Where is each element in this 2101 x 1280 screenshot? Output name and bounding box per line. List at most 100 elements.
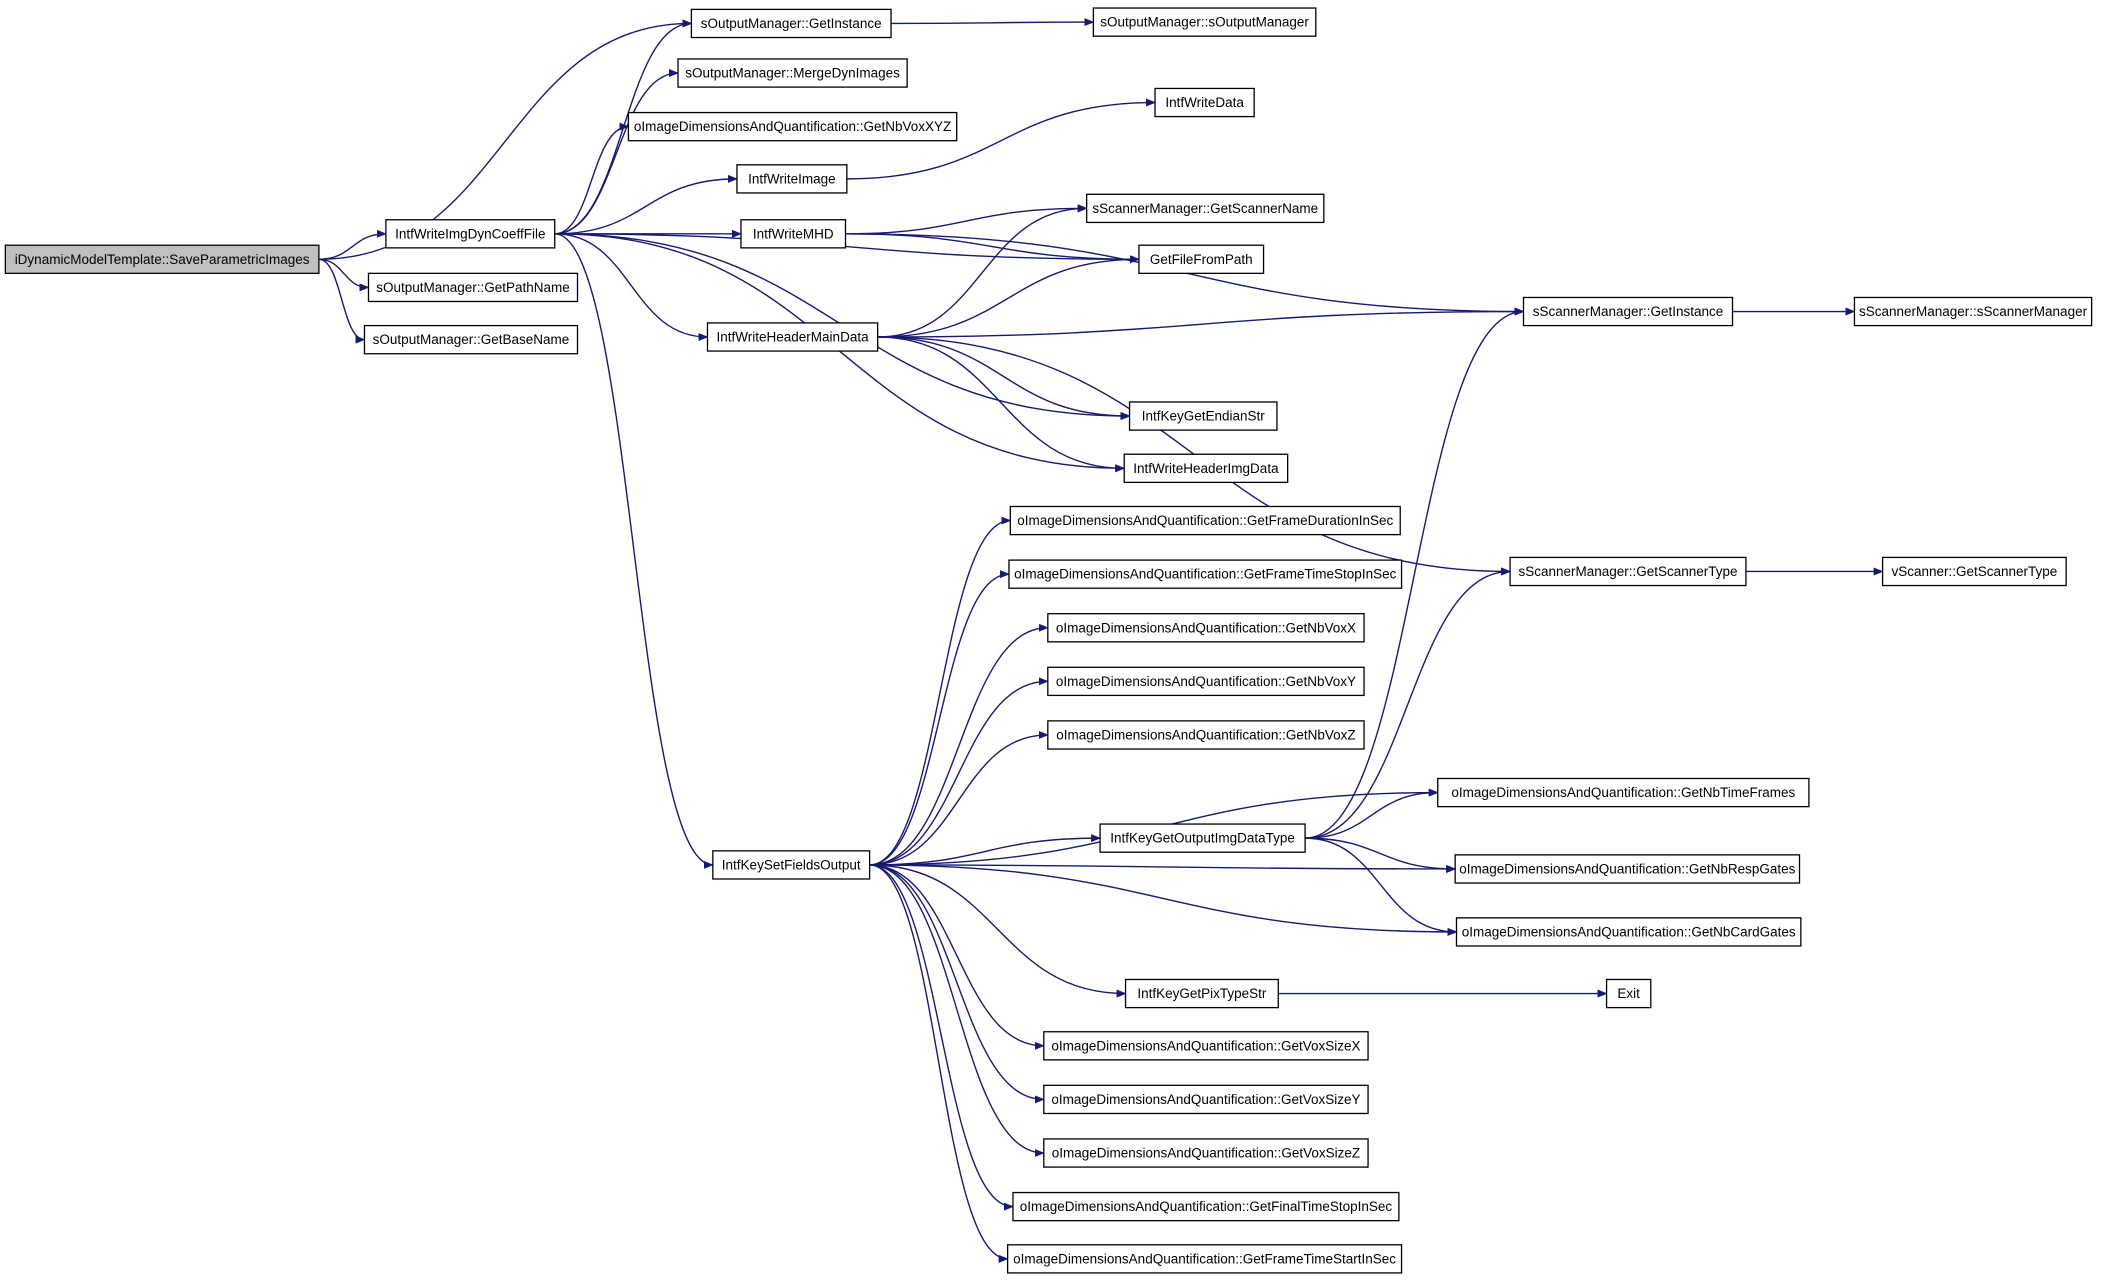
node-wimage[interactable]: IntfWriteImage [736, 164, 848, 194]
node-label: GetFileFromPath [1150, 252, 1253, 267]
edge-odt-to-nrg [1305, 837, 1457, 873]
node-endian[interactable]: IntfKeyGetEndianStr [1128, 401, 1278, 431]
edge-ksfo-to-pix [869, 864, 1127, 998]
edge-odt-to-ncg [1305, 837, 1458, 936]
node-label: oImageDimensionsAndQuantification::GetFr… [1017, 513, 1393, 528]
node-label: IntfKeySetFieldsOutput [722, 857, 861, 872]
edge-ksfo-to-fdur [869, 516, 1012, 866]
edge-ksfo-to-fstart [869, 864, 1009, 1263]
node-label: sOutputManager::MergeDynImages [685, 66, 900, 81]
node-ffin[interactable]: oImageDimensionsAndQuantification::GetFi… [1012, 1191, 1400, 1222]
node-fdur[interactable]: oImageDimensionsAndQuantification::GetFr… [1009, 505, 1401, 536]
node-label: oImageDimensionsAndQuantification::GetFi… [1020, 1199, 1393, 1214]
node-label: vScanner::GetScannerType [1891, 564, 2057, 579]
node-label: oImageDimensionsAndQuantification::GetNb… [1056, 674, 1356, 689]
node-box [1853, 296, 2093, 327]
edge-ksfo-to-nbx [869, 623, 1049, 866]
edge-whdr-to-whimg [877, 336, 1126, 473]
node-gbase[interactable]: sOutputManager::GetBaseName [363, 324, 579, 355]
node-label: IntfWriteHeaderImgData [1133, 461, 1279, 476]
node-label: oImageDimensionsAndQuantification::GetNb… [634, 119, 951, 134]
edge-ksfo-to-vsy [869, 864, 1045, 1104]
node-box [1043, 1084, 1369, 1115]
node-vsz[interactable]: oImageDimensionsAndQuantification::GetVo… [1043, 1138, 1369, 1168]
node-label: sOutputManager::sOutputManager [1100, 15, 1309, 30]
node-box [1086, 193, 1325, 224]
node-fstop[interactable]: oImageDimensionsAndQuantification::GetFr… [1008, 559, 1403, 589]
edge-ksfo-to-ncg [869, 864, 1458, 936]
node-box [1154, 87, 1255, 118]
node-label: IntfKeyGetEndianStr [1142, 409, 1266, 424]
node-box [627, 111, 958, 142]
node-label: IntfWriteMHD [753, 226, 834, 241]
node-box [1522, 296, 1734, 327]
node-gpath[interactable]: sOutputManager::GetPathName [367, 272, 579, 303]
node-layer: iDynamicModelTemplate::SaveParametricIma… [4, 7, 2093, 1274]
node-box [1047, 720, 1365, 750]
node-ogi[interactable]: sOutputManager::GetInstance [690, 8, 892, 39]
node-box [1455, 917, 1802, 947]
edge-wmhd-to-gfile [845, 233, 1140, 264]
node-label: IntfWriteHeaderMainData [717, 329, 870, 344]
node-nrg[interactable]: oImageDimensionsAndQuantification::GetNb… [1454, 854, 1801, 884]
node-sname[interactable]: sScannerManager::GetScannerName [1086, 193, 1325, 224]
node-whdr[interactable]: IntfWriteHeaderMainData [706, 322, 879, 352]
node-root[interactable]: iDynamicModelTemplate::SaveParametricIma… [4, 244, 320, 274]
node-nbxyz[interactable]: oImageDimensionsAndQuantification::GetNb… [627, 111, 958, 142]
node-label: IntfKeyGetPixTypeStr [1137, 986, 1267, 1001]
node-box [1092, 7, 1317, 37]
node-pix[interactable]: IntfKeyGetPixTypeStr [1124, 978, 1279, 1009]
node-label: sScannerManager::GetScannerType [1518, 564, 1737, 579]
edge-odt-to-stype [1305, 567, 1512, 839]
node-vsy[interactable]: oImageDimensionsAndQuantification::GetVo… [1043, 1084, 1369, 1115]
node-box [1047, 666, 1365, 697]
edge-ogi-to-osom [891, 18, 1095, 27]
edge-ksfo-to-vsz [869, 864, 1045, 1157]
node-box [1128, 401, 1278, 431]
node-nbz[interactable]: oImageDimensionsAndQuantification::GetNb… [1047, 720, 1365, 750]
node-box [1123, 453, 1289, 484]
edge-wimg-to-gfile [554, 233, 1140, 264]
node-box [1138, 244, 1265, 274]
node-label: sOutputManager::GetBaseName [373, 332, 570, 347]
node-label: sScannerManager::GetScannerName [1092, 201, 1318, 216]
node-box [1043, 1031, 1369, 1061]
node-merge[interactable]: sOutputManager::MergeDynImages [677, 58, 908, 88]
node-box [385, 219, 556, 249]
edge-odt-to-sgi [1305, 307, 1525, 839]
node-gfile[interactable]: GetFileFromPath [1138, 244, 1265, 274]
edge-ksfo-to-fstop [869, 570, 1010, 866]
node-whimg[interactable]: IntfWriteHeaderImgData [1123, 453, 1289, 484]
node-box [1509, 556, 1747, 587]
edge-ksfo-to-ffin [869, 864, 1014, 1211]
node-box [740, 219, 847, 249]
node-ntf[interactable]: oImageDimensionsAndQuantification::GetNb… [1437, 777, 1810, 808]
edge-odt-to-ntf [1305, 788, 1439, 839]
node-nbx[interactable]: oImageDimensionsAndQuantification::GetNb… [1047, 613, 1365, 643]
node-ncg[interactable]: oImageDimensionsAndQuantification::GetNb… [1455, 917, 1802, 947]
node-box [1437, 777, 1810, 808]
node-box [712, 850, 871, 880]
edge-wimg-to-whdr [554, 233, 709, 341]
node-odt[interactable]: IntfKeyGetOutputImgDataType [1099, 823, 1306, 853]
node-nby[interactable]: oImageDimensionsAndQuantification::GetNb… [1047, 666, 1365, 697]
node-fstart[interactable]: oImageDimensionsAndQuantification::GetFr… [1006, 1244, 1403, 1274]
node-vsx[interactable]: oImageDimensionsAndQuantification::GetVo… [1043, 1031, 1369, 1061]
edge-root-to-gpath [318, 258, 370, 292]
node-label: IntfKeyGetOutputImgDataType [1110, 831, 1295, 846]
node-box [1043, 1138, 1369, 1168]
node-wimg[interactable]: IntfWriteImgDynCoeffFile [385, 219, 556, 249]
node-ksfo[interactable]: IntfKeySetFieldsOutput [712, 850, 871, 880]
node-sgi[interactable]: sScannerManager::GetInstance [1522, 296, 1734, 327]
node-exit[interactable]: Exit [1605, 978, 1652, 1009]
node-vstype[interactable]: vScanner::GetScannerType [1881, 556, 2067, 587]
node-osom[interactable]: sOutputManager::sOutputManager [1092, 7, 1317, 37]
edge-wmhd-to-sname [845, 204, 1088, 235]
node-wdata[interactable]: IntfWriteData [1154, 87, 1255, 118]
node-wmhd[interactable]: IntfWriteMHD [740, 219, 847, 249]
node-ssm[interactable]: sScannerManager::sScannerManager [1853, 296, 2093, 327]
edge-whdr-to-sgi [877, 307, 1525, 338]
node-stype[interactable]: sScannerManager::GetScannerType [1509, 556, 1747, 587]
edge-ksfo-to-nrg [869, 864, 1457, 873]
